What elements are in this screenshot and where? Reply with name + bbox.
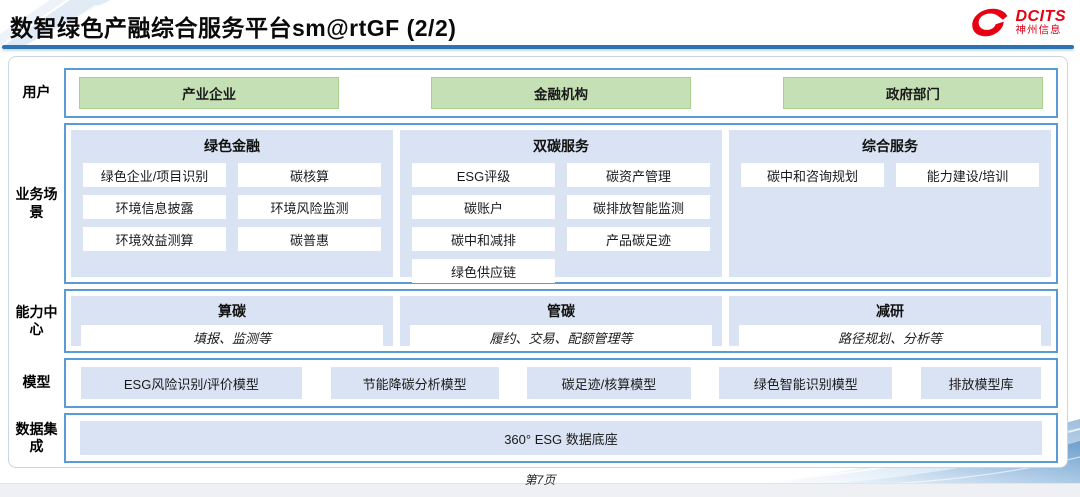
scenario-item: 绿色供应链 <box>412 259 555 283</box>
scenario-item: 碳资产管理 <box>567 163 710 187</box>
model-box: 排放模型库 <box>920 367 1041 399</box>
data-integration-band: 360° ESG 数据底座 <box>64 413 1058 463</box>
dcits-logo-icon <box>971 8 1007 37</box>
capability-panel-reduce-research: 减研 路径规划、分析等 <box>729 296 1051 350</box>
scenario-column-title: 双碳服务 <box>533 138 589 154</box>
capability-panel-calc-carbon: 算碳 填报、监测等 <box>71 296 393 350</box>
capability-band: 算碳 填报、监测等 管碳 履约、交易、配额管理等 减研 路径规划、分析等 <box>64 289 1058 353</box>
capability-detail: 履约、交易、配额管理等 <box>410 325 712 350</box>
row-label-models: 模型 <box>22 374 51 391</box>
row-label-capabilities: 能力中心 <box>15 303 58 338</box>
model-box: 碳足迹/核算模型 <box>527 367 691 399</box>
models-band: ESG风险识别/评价模型 节能降碳分析模型 碳足迹/核算模型 绿色智能识别模型 … <box>64 358 1058 408</box>
scenario-column-green-finance: 绿色金融 绿色企业/项目识别 碳核算 环境信息披露 环境风险监测 环境效益测算 … <box>71 130 393 277</box>
dcits-logo: DCITS 神州信息 <box>971 8 1067 37</box>
scenario-item: 绿色企业/项目识别 <box>83 163 226 187</box>
users-band: 产业企业 金融机构 政府部门 <box>64 68 1058 118</box>
data-foundation-box: 360° ESG 数据底座 <box>80 421 1042 455</box>
scenario-item: 碳核算 <box>238 163 381 187</box>
scenario-item: ESG评级 <box>412 163 555 187</box>
capability-panel-manage-carbon: 管碳 履约、交易、配额管理等 <box>400 296 722 350</box>
capability-title: 算碳 <box>218 303 246 319</box>
model-box: 节能降碳分析模型 <box>330 367 499 399</box>
scenario-item: 环境信息披露 <box>83 195 226 219</box>
scenario-column-comprehensive: 综合服务 碳中和咨询规划 能力建设/培训 <box>729 130 1051 277</box>
capability-title: 减研 <box>876 303 904 319</box>
scenario-item: 碳中和咨询规划 <box>741 163 884 187</box>
scenario-item: 环境效益测算 <box>83 227 226 251</box>
model-box: 绿色智能识别模型 <box>719 367 893 399</box>
scenario-column-dual-carbon: 双碳服务 ESG评级 碳资产管理 碳账户 碳排放智能监测 碳中和减排 产品碳足迹… <box>400 130 722 283</box>
page-number: 第7页 <box>524 473 556 487</box>
scenario-item: 产品碳足迹 <box>567 227 710 251</box>
scenario-item: 能力建设/培训 <box>896 163 1039 187</box>
top-left-swoosh-decoration <box>0 0 110 48</box>
row-label-scenarios: 业务场景 <box>15 186 58 220</box>
user-box-government: 政府部门 <box>782 77 1043 109</box>
logo-subtitle-text: 神州信息 <box>1015 24 1062 37</box>
scenario-column-title: 绿色金融 <box>204 138 260 154</box>
logo-brand-text: DCITS <box>1015 7 1066 25</box>
capability-detail: 路径规划、分析等 <box>739 325 1041 350</box>
scenario-item: 环境风险监测 <box>238 195 381 219</box>
row-label-users: 用户 <box>22 84 51 101</box>
user-box-financial: 金融机构 <box>430 77 692 109</box>
page-title: 数智绿色产融综合服务平台sm@rtGF (2/2) <box>10 15 457 41</box>
scenario-column-title: 综合服务 <box>862 138 918 154</box>
scenario-item: 碳排放智能监测 <box>567 195 710 219</box>
title-underline <box>2 45 1074 49</box>
bottom-strip <box>0 483 1080 497</box>
capability-title: 管碳 <box>547 303 575 319</box>
scenario-item: 碳普惠 <box>238 227 381 251</box>
user-box-industry: 产业企业 <box>79 77 340 109</box>
capability-detail: 填报、监测等 <box>81 325 383 350</box>
scenario-item: 碳账户 <box>412 195 555 219</box>
scenarios-band: 绿色金融 绿色企业/项目识别 碳核算 环境信息披露 环境风险监测 环境效益测算 … <box>64 123 1058 284</box>
architecture-frame: 用户 业务场景 能力中心 模型 数据集成 产业企业 金融机构 政府部门 绿色金融… <box>8 56 1068 468</box>
model-box: ESG风险识别/评价模型 <box>81 367 302 399</box>
row-label-data-integration: 数据集成 <box>15 420 58 455</box>
scenario-item: 碳中和减排 <box>412 227 555 251</box>
